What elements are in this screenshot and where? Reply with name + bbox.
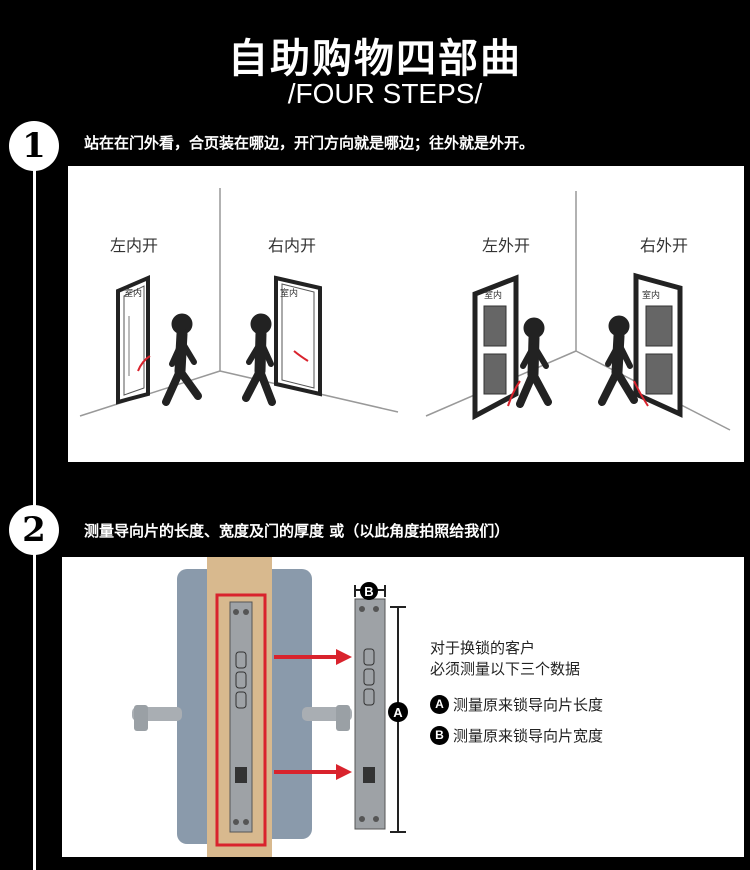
handle-left bbox=[132, 705, 182, 731]
walking-figure-1 bbox=[162, 313, 202, 406]
walking-figure-2 bbox=[242, 313, 276, 406]
door-right-outward bbox=[633, 272, 683, 418]
info-item-a-text: 测量原来锁导向片长度 bbox=[453, 696, 604, 714]
page-title: 自助购物四部曲 bbox=[228, 36, 522, 82]
room-label-3: 室内 bbox=[484, 291, 503, 301]
step-2-number: 2 bbox=[9, 505, 59, 555]
room-label-2: 室内 bbox=[280, 289, 299, 299]
door-label-left-inward: 左内开 bbox=[110, 236, 159, 255]
info-line-2: 必须测量以下三个数据 bbox=[430, 660, 581, 678]
step-1-text: 站在在门外看，合页装在哪边，开门方向就是哪边；往外就是外开。 bbox=[84, 134, 535, 152]
faceplate-on-door bbox=[229, 601, 253, 833]
door-direction-panel: 左内开 右内开 左外开 右外开 室内 室内 室内 室内 bbox=[68, 166, 744, 462]
room-label-1: 室内 bbox=[124, 289, 143, 299]
marker-a-circle bbox=[388, 702, 408, 722]
info-line-1: 对于换锁的客户 bbox=[430, 639, 536, 657]
info-item-b: B 测量原来锁导向片宽度 bbox=[430, 725, 603, 746]
step-1-number: 1 bbox=[9, 121, 59, 171]
handle-right bbox=[302, 705, 352, 731]
door-direction-illustration bbox=[79, 188, 731, 431]
door-left-inward bbox=[116, 274, 151, 405]
page-subtitle: /FOUR STEPS/ bbox=[287, 78, 483, 109]
info-item-a: A 测量原来锁导向片长度 bbox=[430, 694, 603, 715]
door-label-left-outward: 左外开 bbox=[482, 236, 531, 255]
door-label-right-inward: 右内开 bbox=[268, 236, 317, 255]
walking-figure-4 bbox=[598, 315, 638, 406]
badge-b: B bbox=[430, 726, 449, 745]
badge-a: A bbox=[430, 695, 449, 714]
info-item-b-text: 测量原来锁导向片宽度 bbox=[453, 727, 604, 745]
door-label-right-outward: 右外开 bbox=[640, 236, 689, 255]
door-left-outward bbox=[472, 274, 521, 421]
red-arrows bbox=[274, 649, 352, 780]
step-2-text: 测量导向片的长度、宽度及门的厚度 或（以此角度拍照给我们） bbox=[84, 522, 510, 540]
door-right-inward bbox=[274, 275, 322, 397]
room-label-4: 室内 bbox=[642, 291, 661, 301]
marker-a-letter: A bbox=[393, 705, 403, 720]
marker-b-circle bbox=[360, 582, 378, 600]
lock-measurement-illustration: B A bbox=[132, 557, 408, 857]
walking-figure-3 bbox=[516, 317, 552, 408]
highlight-box bbox=[215, 593, 267, 847]
faceplate-extracted bbox=[354, 598, 386, 830]
marker-b-letter: B bbox=[364, 584, 373, 599]
lock-measurement-panel: B A 对于换锁的客户 必须测量以下三个数据 A 测量原来锁导向片长度 B 测量… bbox=[62, 557, 744, 857]
